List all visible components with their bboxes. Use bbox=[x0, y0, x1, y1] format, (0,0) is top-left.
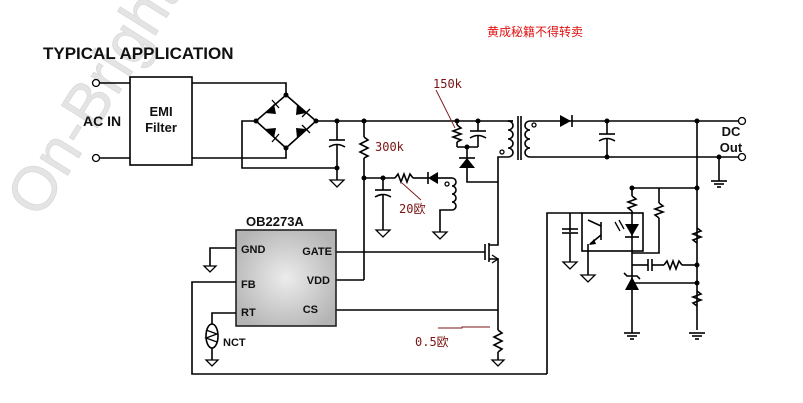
r-sense-label: 0.5欧 bbox=[415, 335, 449, 349]
ground-icon bbox=[202, 265, 218, 273]
diode-icon bbox=[265, 128, 280, 143]
optocoupler bbox=[581, 212, 644, 252]
vdd-resistor bbox=[394, 171, 428, 185]
vdd-diode bbox=[427, 172, 452, 184]
ntc-label: NCT bbox=[223, 337, 246, 349]
mosfet-switch bbox=[336, 240, 500, 330]
aux-winding bbox=[431, 177, 457, 240]
pin-rt: RT bbox=[241, 307, 256, 319]
pin-fb: FB bbox=[241, 279, 256, 291]
pin-gnd: GND bbox=[241, 244, 266, 256]
r-start-label: 300k bbox=[375, 140, 405, 154]
ground-icon bbox=[561, 261, 579, 270]
output-capacitor bbox=[598, 118, 616, 160]
divider-resistors bbox=[690, 227, 704, 307]
filter-label: Filter bbox=[145, 120, 177, 135]
clamp-rcd bbox=[450, 121, 498, 183]
startup-resistor bbox=[358, 121, 370, 280]
out-label: Out bbox=[720, 140, 743, 155]
ground-icon bbox=[689, 332, 705, 340]
ground-icon bbox=[328, 179, 346, 188]
ac-input-terminals bbox=[91, 78, 130, 163]
ground-icon bbox=[431, 231, 449, 240]
bulk-capacitor bbox=[328, 121, 346, 180]
bridge-rectifier bbox=[253, 92, 319, 151]
ground-icon bbox=[579, 274, 597, 283]
r-clamp-label: 150k bbox=[433, 77, 463, 91]
dc-label: DC bbox=[722, 124, 741, 139]
diode-icon bbox=[265, 99, 280, 114]
flyback-transformer bbox=[497, 116, 537, 240]
pin-vdd: VDD bbox=[307, 275, 330, 287]
controller-chip bbox=[235, 229, 337, 327]
tl431-regulator bbox=[623, 272, 700, 290]
ground-icon bbox=[204, 359, 220, 367]
emi-filter-block bbox=[129, 76, 193, 166]
bias-resistor bbox=[632, 188, 666, 254]
ground-icon bbox=[490, 359, 506, 367]
pin-cs: CS bbox=[303, 304, 318, 316]
pin-gate: GATE bbox=[302, 246, 332, 258]
output-diode bbox=[560, 115, 573, 127]
ntc-thermistor bbox=[204, 323, 220, 367]
ground-icon bbox=[374, 229, 392, 238]
diode-icon bbox=[296, 124, 311, 138]
sense-resistor bbox=[490, 329, 506, 367]
chip-name: OB2273A bbox=[246, 214, 304, 229]
notice-text: 黄成秘籍不得转卖 bbox=[487, 24, 583, 39]
emi-label: EMI bbox=[149, 104, 172, 119]
diode-icon bbox=[296, 104, 311, 118]
page-title: TYPICAL APPLICATION bbox=[43, 44, 233, 63]
r-vdd-label: 20欧 bbox=[399, 202, 425, 216]
ground-icon bbox=[624, 332, 640, 340]
led-resistor bbox=[625, 188, 639, 222]
dc-out-terminals bbox=[737, 116, 747, 162]
ac-in-label: AC IN bbox=[83, 113, 121, 129]
opto-capacitor bbox=[561, 228, 579, 270]
comp-network bbox=[632, 258, 700, 272]
vdd-capacitor bbox=[374, 178, 392, 238]
ground-icon bbox=[711, 157, 727, 188]
